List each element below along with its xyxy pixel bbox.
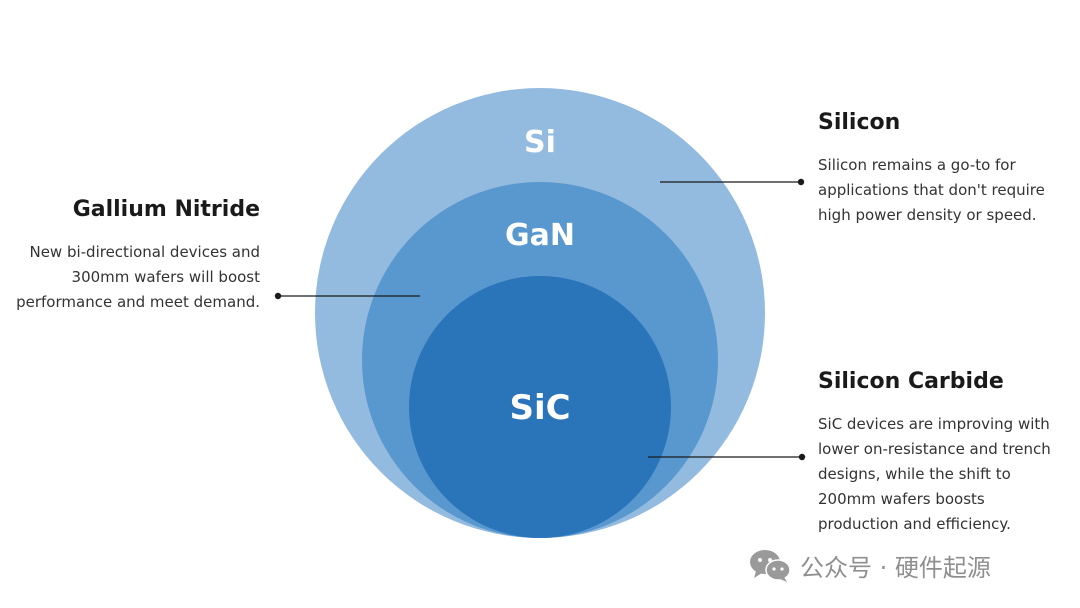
gallium-nitride-leader-line	[274, 292, 420, 300]
silicon-title: Silicon	[818, 110, 901, 135]
gan-circle-label: GaN	[505, 218, 575, 253]
gallium-nitride-title: Gallium Nitride	[72, 197, 260, 222]
wechat-icon	[750, 550, 791, 582]
silicon-leader-dot	[797, 178, 805, 186]
sic-inner-circle	[409, 276, 671, 538]
silicon-carbide-leader-dot	[798, 453, 806, 461]
silicon-leader-line	[660, 178, 805, 186]
silicon-carbide-leader-line	[648, 453, 806, 461]
watermark: 公众号 · 硬件起源	[748, 546, 991, 584]
sic-circle-label: SiC	[509, 388, 570, 428]
watermark-text: 公众号 · 硬件起源	[800, 553, 991, 582]
silicon-carbide-title: Silicon Carbide	[818, 369, 1004, 394]
gallium-nitride-description: New bi-directional devices and 300mm waf…	[16, 243, 260, 311]
gallium-nitride-leader-dot	[274, 292, 282, 300]
silicon-carbide-description: SiC devices are improving with lower on-…	[818, 415, 1051, 533]
silicon-description: Silicon remains a go-to for applications…	[818, 156, 1045, 224]
si-circle-label: Si	[524, 125, 556, 160]
